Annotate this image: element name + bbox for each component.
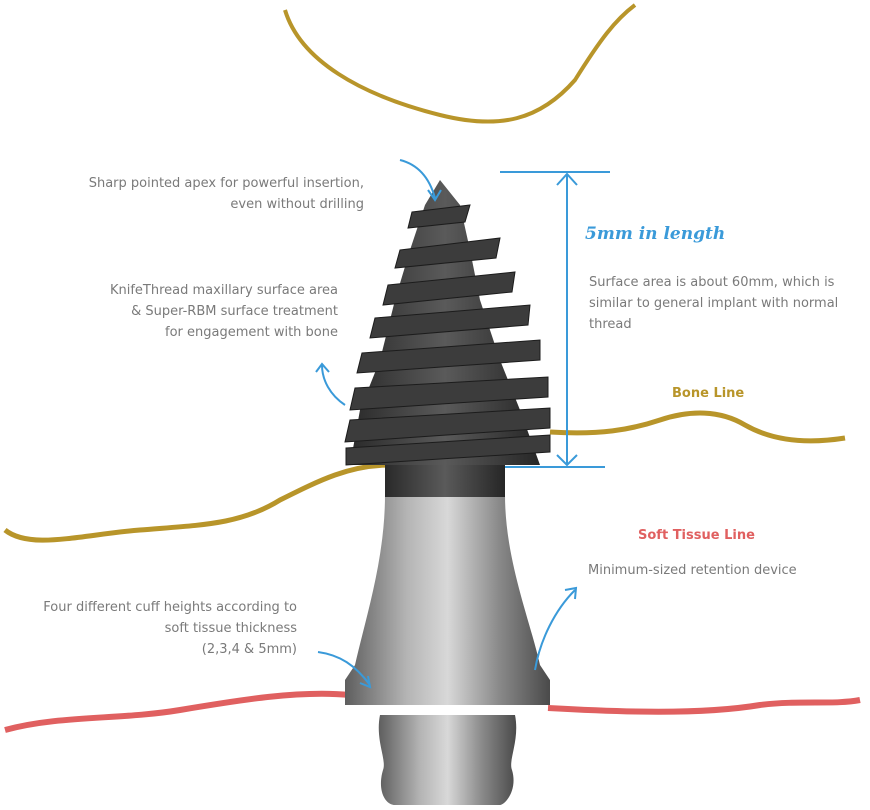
cuff-text-line: Four different cuff heights according to bbox=[43, 600, 297, 615]
thread-text-line: KnifeThread maxillary surface area bbox=[109, 283, 338, 298]
soft-tissue-line-right bbox=[547, 697, 861, 715]
cuff-annotation: Four different cuff heights according to… bbox=[43, 597, 297, 660]
implant-fixture bbox=[344, 180, 551, 805]
bone-line-label: Bone Line bbox=[672, 386, 745, 401]
length-dimension bbox=[500, 171, 610, 468]
length-label: 5mm in length bbox=[585, 224, 726, 244]
surface-text-line: thread bbox=[589, 317, 632, 332]
apex-annotation: Sharp pointed apex for powerful insertio… bbox=[89, 173, 364, 215]
gum-outline bbox=[283, 3, 637, 124]
apex-text-line: Sharp pointed apex for powerful insertio… bbox=[88, 176, 364, 191]
soft-tissue-line-label: Soft Tissue Line bbox=[638, 528, 755, 543]
thread-text-line: for engagement with bone bbox=[165, 325, 338, 340]
cuff-text-line: (2,3,4 & 5mm) bbox=[201, 642, 297, 657]
bone-line-right bbox=[549, 410, 846, 444]
annotation-arrows bbox=[315, 159, 578, 689]
retention-annotation: Minimum-sized retention device bbox=[588, 563, 797, 578]
thread-text-line: & Super-RBM surface treatment bbox=[131, 304, 338, 319]
surface-text-line: similar to general implant with normal bbox=[589, 296, 839, 311]
thread-annotation: KnifeThread maxillary surface area & Sup… bbox=[110, 280, 338, 343]
apex-text-line: even without drilling bbox=[230, 197, 364, 212]
cuff-text-line: soft tissue thickness bbox=[164, 621, 297, 636]
soft-tissue-line-left bbox=[4, 690, 351, 733]
surface-text-line: Surface area is about 60mm, which is bbox=[589, 275, 835, 290]
surface-annotation: Surface area is about 60mm, which is sim… bbox=[589, 272, 838, 335]
bone-line-left bbox=[3, 462, 391, 543]
